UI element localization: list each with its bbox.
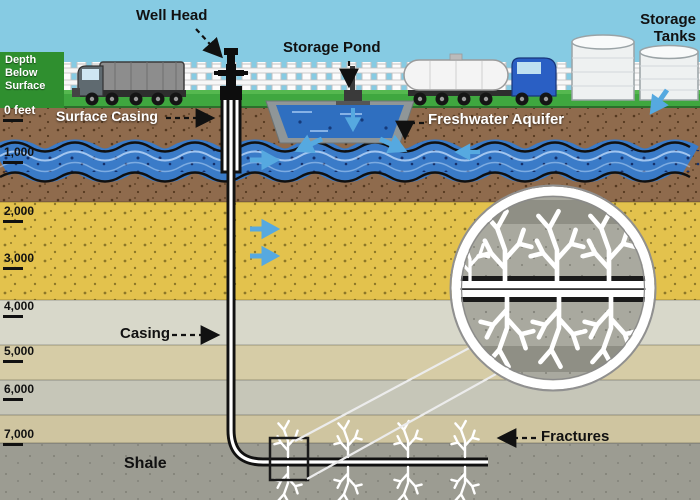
storage-pond — [265, 66, 415, 144]
well-head — [214, 48, 248, 100]
shale-label: Shale — [124, 455, 167, 472]
well-head-label: Well Head — [136, 7, 208, 24]
depth-tick-0: 0 feet — [4, 103, 36, 117]
water-truck — [72, 61, 186, 106]
rock-layer-beige-2 — [0, 415, 700, 443]
perforation-box — [268, 436, 310, 482]
rock-layer-gray — [0, 380, 700, 415]
lens-connectors — [294, 345, 497, 480]
storage-tanks-label: Storage Tanks — [640, 11, 696, 45]
storage-tank-small — [639, 44, 699, 101]
depth-tick-3000: 3,000 — [4, 251, 35, 265]
depth-tick-4000: 4,000 — [4, 299, 35, 313]
depth-tick-5000: 5,000 — [4, 344, 35, 358]
depth-tick-2000: 2,000 — [4, 204, 35, 218]
casing-label: Casing — [120, 325, 171, 342]
storage-pond-label: Storage Pond — [283, 39, 381, 56]
depth-ticks — [3, 119, 23, 446]
depth-scale-header: Depth Below Surface — [5, 54, 46, 93]
freshwater-aquifer-layer — [0, 139, 700, 183]
fractures-label: Fractures — [541, 428, 610, 445]
label-arrows — [166, 28, 536, 448]
magnified-inset — [449, 184, 657, 392]
depth-tick-6000: 6,000 — [4, 382, 35, 396]
tanker-truck — [403, 53, 557, 106]
surface-casing-label: Surface Casing — [56, 108, 158, 124]
well-casing-pipe — [226, 98, 488, 467]
depth-tick-7000: 7,000 — [4, 427, 35, 441]
freshwater-aquifer-label: Freshwater Aquifer — [428, 111, 565, 128]
storage-tank-large — [571, 34, 635, 101]
depth-tick-1000: 1,000 — [4, 145, 35, 159]
